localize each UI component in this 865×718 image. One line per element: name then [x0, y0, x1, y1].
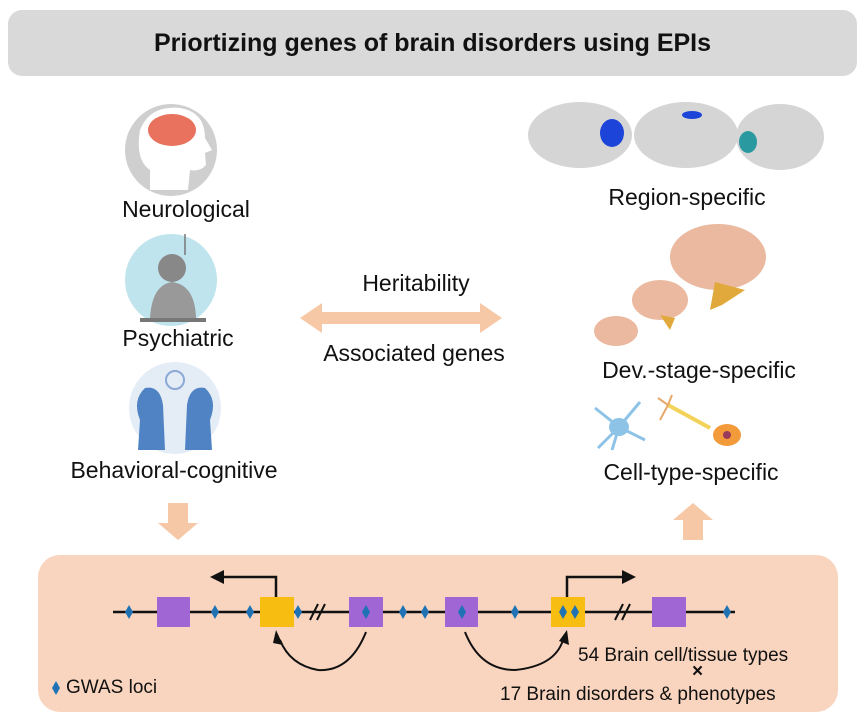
label-neurological: Neurological [122, 196, 250, 222]
times-symbol: × [692, 661, 704, 682]
tss-arrows [222, 575, 622, 597]
promoter [551, 597, 585, 627]
label-behavioral-cognitive: Behavioral-cognitive [70, 457, 278, 483]
loop-arrow-right [464, 631, 564, 672]
cell-tissue-types-text: 54 Brain cell/tissue types [578, 645, 789, 666]
neurons-icon [594, 394, 741, 451]
break-marks [309, 603, 631, 621]
label-dev-stage-specific: Dev.-stage-specific [602, 357, 796, 383]
title-bar: Priortizing genes of brain disorders usi… [8, 10, 857, 76]
bidirectional-arrow [300, 303, 502, 333]
brain-growth-icon [594, 224, 766, 346]
brain-head-icon [125, 104, 217, 196]
two-heads-icon [129, 362, 221, 454]
page-title: Priortizing genes of brain disorders usi… [153, 28, 712, 57]
promoter [260, 597, 294, 627]
label-heritability: Heritability [362, 270, 470, 296]
label-associated-genes: Associated genes [323, 340, 505, 366]
sad-figure-icon [125, 234, 217, 326]
cortex-maps-icon [528, 102, 824, 170]
label-region-specific: Region-specific [608, 184, 766, 210]
up-arrow [673, 503, 713, 540]
genome-panel [38, 555, 838, 712]
down-arrow [158, 503, 198, 540]
legend-gwas-loci: GWAS loci [66, 677, 158, 698]
promoters [260, 597, 585, 627]
enhancer [652, 597, 686, 627]
enhancer [157, 597, 190, 627]
disorders-phenotypes-text: 17 Brain disorders & phenotypes [500, 684, 776, 705]
label-psychiatric: Psychiatric [122, 325, 234, 351]
loop-arrow-left [279, 631, 367, 672]
label-cell-type-specific: Cell-type-specific [603, 459, 779, 485]
gwas-legend-diamond [52, 681, 60, 695]
gwas-loci [125, 605, 731, 619]
